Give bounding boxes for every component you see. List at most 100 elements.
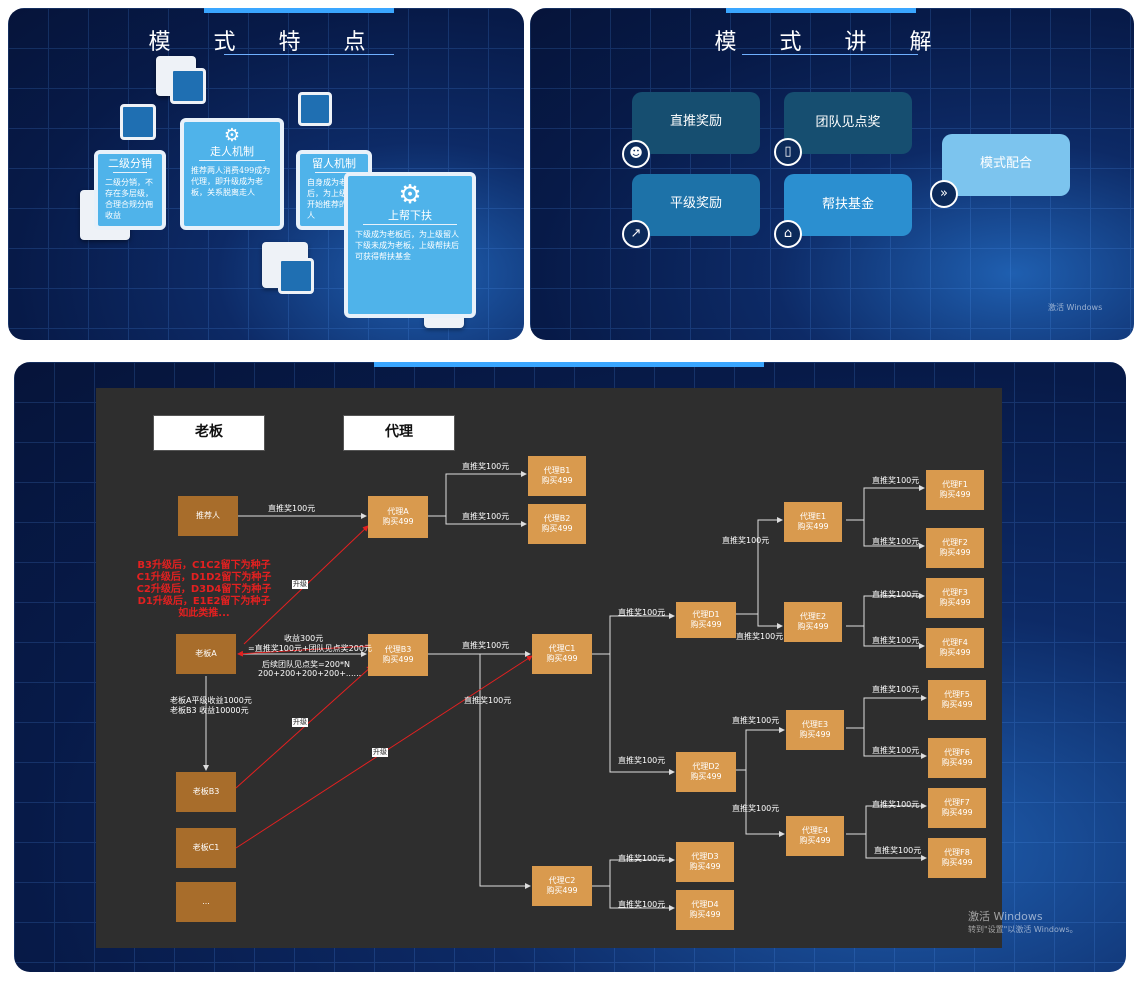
node-purchase: 购买499 [797, 522, 829, 531]
card-text: 下级成为老板后，为上级留人 下级未成为老板，上级帮扶后可获得帮扶基金 [355, 230, 459, 261]
upgrade-tag: 升级 [292, 718, 308, 727]
income-line: 后续团队见点奖=200*N [262, 660, 350, 669]
box-mode-combination: 模式配合 [942, 134, 1070, 196]
income-line: 收益300元 [284, 634, 324, 643]
edge-label: 直推奖100元 [736, 632, 784, 641]
slide-title: 模 式 特 点 [148, 30, 384, 55]
slide-mode-explanation: 模 式 讲 解 直推奖励 ☻ 团队见点奖 ▯ 平级奖励 ↗ 帮扶基金 ⌂ 模式配… [530, 8, 1134, 340]
node-purchase: 购买499 [689, 862, 721, 871]
node-name: 代理B1 [543, 466, 571, 475]
node-purchase: 购买499 [546, 886, 578, 895]
node-name: 代理C2 [548, 876, 576, 885]
node-purchase: 购买499 [799, 730, 831, 739]
card-title: 二级分销 [108, 157, 152, 170]
box-support-fund: 帮扶基金 [784, 174, 912, 236]
feature-card-support: ⚙ 上帮下扶 下级成为老板后，为上级留人 下级未成为老板，上级帮扶后可获得帮扶基… [344, 172, 476, 318]
edge-label: 直推奖100元 [872, 476, 920, 485]
box-team-reward: 团队见点奖 [784, 92, 912, 154]
slide-mode-features: 模 式 特 点 二级分销 二级分销，不存在多层级，合理合规分佣收益 ⚙ 走人机制… [8, 8, 524, 340]
node-more: ... [176, 882, 236, 922]
node-boss-b3: 老板B3 [176, 772, 236, 812]
node-name: 代理A [387, 507, 409, 516]
box-label: 平级奖励 [669, 196, 722, 211]
double-arrow-icon: » [930, 180, 958, 208]
box-label: 帮扶基金 [821, 197, 874, 212]
node-purchase: 购买499 [690, 772, 722, 781]
card-text: 自身成为老板后，为上级留开始推荐的两人 [307, 178, 355, 220]
edge-label: 直推奖100元 [874, 846, 922, 855]
edge-label: 直推奖100元 [872, 636, 920, 645]
slide-accent-bar [726, 8, 916, 13]
edge-label: 直推奖100元 [462, 641, 510, 650]
node-purchase: 购买499 [541, 476, 573, 485]
card-title: 留人机制 [312, 157, 356, 170]
edge-label: 直推奖100元 [872, 746, 920, 755]
node-boss-c1: 老板C1 [176, 828, 236, 868]
node-name: 代理F8 [944, 848, 970, 857]
node-purchase: 购买499 [941, 758, 973, 767]
box-label: 直推奖励 [669, 114, 722, 129]
node-name: 代理D1 [692, 610, 720, 619]
edge-label: 直推奖100元 [462, 512, 510, 521]
upgrade-tag: 升级 [372, 748, 388, 757]
seed-note: B3升级后，C1C2留下为种子 C1升级后，D1D2留下为种子 C2升级后，D3… [124, 560, 284, 620]
edge-label: 直推奖100元 [618, 900, 666, 909]
trend-icon: ↗ [622, 220, 650, 248]
node-name: 代理C1 [548, 644, 576, 653]
node-name: 代理F6 [944, 748, 970, 757]
windows-watermark-title: 激活 Windows [968, 910, 1043, 923]
box-label: 模式配合 [979, 156, 1032, 171]
node-name: 代理F5 [944, 690, 970, 699]
node-purchase: 购买499 [941, 808, 973, 817]
box-direct-reward: 直推奖励 [632, 92, 760, 154]
node-purchase: 购买499 [939, 490, 971, 499]
node-recommender: 推荐人 [178, 496, 238, 536]
node-purchase: 购买499 [541, 524, 573, 533]
card-divider [113, 172, 147, 173]
deco-square [120, 104, 156, 140]
node-name: 代理B2 [543, 514, 571, 523]
edge-label: 直推奖100元 [732, 716, 780, 725]
boss-a-income: 老板A平级收益1000元 [170, 696, 252, 705]
card-divider [315, 172, 353, 173]
deco-square [170, 68, 206, 104]
seed-note-line: C2升级后，D3D4留下为种子 [136, 584, 272, 595]
node-name: 代理E4 [801, 826, 829, 835]
slide-accent-bar [204, 8, 394, 13]
node-name: 代理D4 [691, 900, 719, 909]
node-purchase: 购买499 [939, 548, 971, 557]
edge-label: 直推奖100元 [618, 608, 666, 617]
edge-label: 直推奖100元 [618, 854, 666, 863]
node-name: 代理F2 [942, 538, 968, 547]
node-name: 代理F1 [942, 480, 968, 489]
edge-label: 直推奖100元 [464, 696, 512, 705]
gear-icon: ⚙ [223, 125, 241, 146]
node-name: 代理F7 [944, 798, 970, 807]
card-divider [363, 224, 457, 225]
node-purchase: 购买499 [797, 622, 829, 631]
box-label: 团队见点奖 [815, 115, 881, 130]
deco-square [278, 258, 314, 294]
edge-label: 直推奖100元 [462, 462, 510, 471]
node-name: 代理D2 [692, 762, 720, 771]
home-icon: ⌂ [774, 220, 802, 248]
node-name: 代理F4 [942, 638, 968, 647]
node-name: 代理E1 [799, 512, 827, 521]
phone-icon: ▯ [774, 138, 802, 166]
title-underline [742, 54, 918, 55]
edge-label: 直推奖100元 [722, 536, 770, 545]
card-title: 走人机制 [210, 145, 254, 158]
edge-label: 直推奖100元 [872, 537, 920, 546]
